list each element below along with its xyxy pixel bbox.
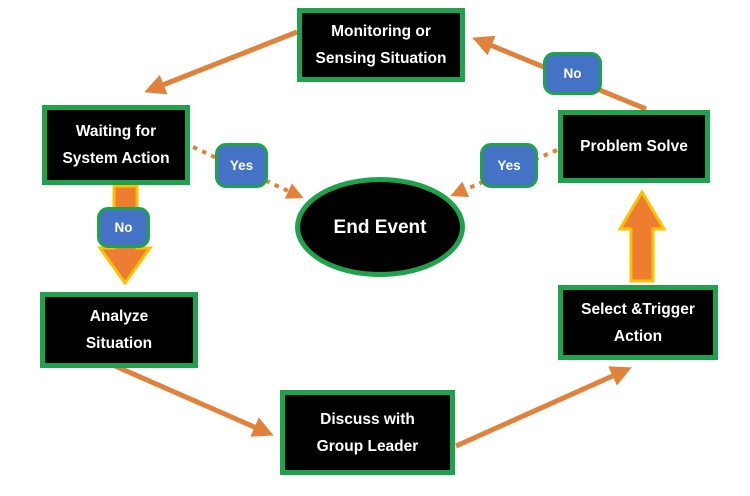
node-label-line: Monitoring or (331, 23, 431, 40)
block-arrow-select-up-to-problem-solve (617, 189, 667, 283)
edge-label-no-left: No (97, 207, 150, 248)
edge-label-text: No (114, 220, 133, 235)
node-problem-solve: Problem Solve (558, 110, 710, 183)
node-monitoring-or-sensing-situation: Monitoring or Sensing Situation (297, 8, 465, 82)
node-label-line: Group Leader (316, 437, 419, 455)
node-select-trigger-action: Select &Trigger Action (558, 285, 718, 360)
edge-label-text: No (563, 66, 582, 81)
node-label-line: Analyze (89, 308, 149, 325)
node-label-line: System Action (62, 150, 170, 167)
node-analyze-situation: Analyze Situation (40, 292, 198, 368)
node-end-event: End Event (295, 177, 465, 277)
node-waiting-for-system-action: Waiting for System Action (42, 105, 190, 185)
arrow-problem-solve-to-end-event-dotted (450, 148, 558, 198)
arrow-discuss-to-select-trigger (454, 366, 632, 449)
edge-label-text: Yes (497, 158, 521, 173)
node-label-line: Waiting for (75, 123, 157, 140)
node-label-line: Action (613, 327, 663, 345)
edge-label-yes-left: Yes (215, 143, 268, 188)
node-discuss-with-group-leader: Discuss with Group Leader (280, 390, 455, 475)
node-label-line: Sensing Situation (315, 50, 447, 67)
edge-label-text: Yes (229, 158, 254, 173)
node-label-line: Select &Trigger (581, 300, 695, 318)
arrow-analyze-to-discuss (113, 363, 274, 437)
node-label-line: End Event (333, 216, 427, 238)
node-label-line: Problem Solve (580, 138, 688, 155)
node-label-line: Discuss with (320, 410, 415, 428)
edge-label-no-top-right: No (543, 52, 602, 95)
node-label-line: Situation (85, 335, 153, 352)
arrow-monitoring-to-waiting (144, 29, 298, 95)
edge-label-yes-right: Yes (480, 143, 538, 188)
